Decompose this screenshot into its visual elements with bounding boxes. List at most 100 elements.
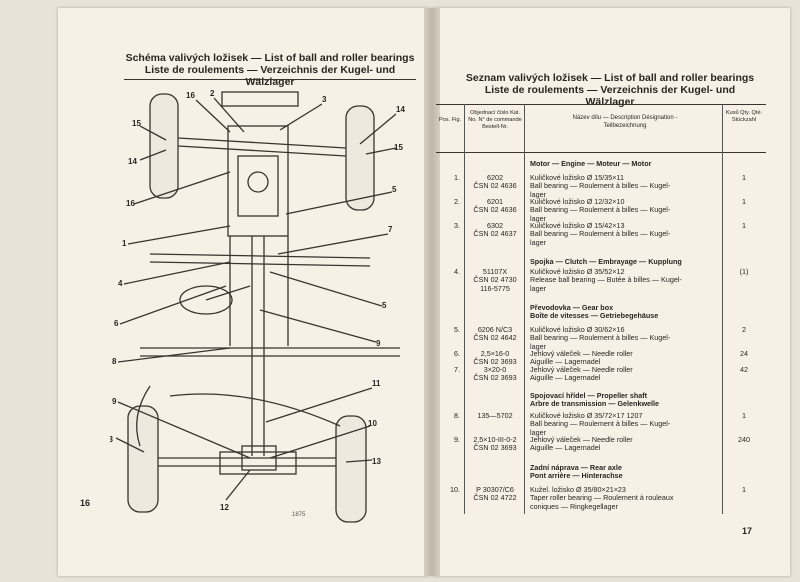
header-description: Název dílu — Description Désignation - T…	[572, 115, 678, 130]
row-description-line: Ball bearing — Roulement à billes — Kuge…	[530, 229, 671, 239]
row-description-line: Kužel. ložisko Ø 35/80×21×23	[530, 485, 626, 494]
row-pos: 6.	[436, 349, 460, 358]
row-qty-line: 1	[742, 485, 746, 494]
row-qty: 1	[724, 485, 764, 494]
row-description-line: Ball bearing — Roulement à billes — Kuge…	[530, 333, 671, 343]
row-description-line: Kuličkové ložisko Ø 35/72×17 1207	[530, 411, 643, 420]
left-page-title: Schéma valivých ložisek — List of ball a…	[124, 52, 416, 88]
row-qty: 240	[724, 435, 764, 444]
row-description-line: Ball bearing — Roulement à billes — Kuge…	[530, 205, 671, 215]
row-catalog-line: ČSN 02 4730	[473, 275, 517, 285]
section-shaft-1: Spojovací hřídel — Propeller shaft	[530, 391, 648, 400]
row-description-line: Ball bearing — Roulement à billes — Kuge…	[530, 419, 671, 429]
table-top-rule	[436, 104, 766, 105]
row-pos: 1.	[436, 173, 460, 182]
row-qty-line: 2	[742, 325, 746, 334]
row-catalog-line: 6206 N/C3	[477, 325, 513, 334]
row-description-line: lager	[530, 237, 546, 247]
row-description-line: lager	[530, 213, 546, 223]
row-catalog-line: ČSN 02 4636	[473, 181, 517, 191]
callout-9b: 9	[112, 397, 117, 406]
row-description-line: Jehlový váleček — Needle roller	[530, 435, 633, 444]
callout-15a: 15	[132, 119, 141, 128]
row-qty: 1	[724, 173, 764, 182]
row-pos-line: 2.	[454, 197, 460, 206]
left-page-number: 16	[80, 498, 91, 508]
row-description-line: lager	[530, 283, 546, 293]
callout-14a: 14	[128, 157, 137, 166]
callout-6: 6	[114, 319, 119, 328]
callout-13a: 13	[110, 435, 113, 444]
callout-10: 10	[368, 419, 377, 428]
row-pos: 3.	[436, 221, 460, 230]
row-description-line: lager	[530, 341, 546, 351]
row-pos: 10.	[436, 485, 460, 494]
section-gearbox-2: Boîte de vitesses — Getriebegehäuse	[530, 311, 659, 320]
row-qty: 2	[724, 325, 764, 334]
row-qty-line: 1	[742, 197, 746, 206]
row-pos: 7.	[436, 365, 460, 374]
row-catalog-line: 3×20-0	[483, 365, 507, 374]
row-description-line: Kuličkové ložisko Ø 15/35×11	[530, 173, 624, 182]
row-description-line: Jehlový váleček — Needle roller	[530, 365, 633, 374]
row-description-line: Jehlový váleček — Needle roller	[530, 349, 633, 358]
row-qty-line: 42	[740, 365, 748, 374]
row-description-line: Release ball bearing — Butée à billes — …	[530, 275, 682, 285]
row-description-line: Kuličkové ložisko Ø 12/32×10	[530, 197, 625, 206]
chassis-bearing-diagram: 16 2 3 15 14 14 15 16 5 7 1 4 5 6 9 8 11…	[110, 89, 405, 523]
left-page	[58, 8, 430, 576]
row-qty-line: 1	[742, 221, 746, 230]
row-catalog-line: P 30307/C6	[476, 485, 514, 494]
row-catalog-line: 2,5×10-III-0-2	[473, 435, 517, 444]
callout-13b: 13	[372, 457, 381, 466]
left-title-line1: Schéma valivých ložisek — List of ball a…	[125, 52, 415, 64]
row-pos-line: 9.	[454, 435, 460, 444]
callout-7: 7	[388, 225, 393, 234]
row-qty-line: 24	[740, 349, 748, 358]
row-pos-line: 10.	[450, 485, 460, 494]
left-title-line2: Liste de roulements — Verzeichnis der Ku…	[144, 64, 396, 88]
row-description-line: Kuličkové ložisko Ø 15/42×13	[530, 221, 625, 230]
row-qty: 1	[724, 221, 764, 230]
row-catalog-line: 51107X	[482, 267, 508, 276]
callout-9a: 9	[376, 339, 381, 348]
row-qty-line: 240	[738, 435, 750, 444]
row-description-line: Aiguille — Lagernadel	[530, 357, 601, 367]
table-col-divider-3	[722, 104, 723, 514]
section-axle-2: Pont arrière — Hinterachse	[530, 471, 623, 480]
callout-5a: 5	[392, 185, 397, 194]
row-description-line: lager	[530, 189, 546, 199]
row-catalog-line: 116-5775	[480, 283, 510, 293]
row-qty: 1	[724, 411, 764, 420]
callout-1: 1	[122, 239, 127, 248]
row-catalog-line: ČSN 02 3693	[473, 373, 517, 383]
row-pos-line: 6.	[454, 349, 460, 358]
table-col-divider-2	[524, 104, 525, 514]
right-page-number: 17	[742, 526, 753, 536]
row-qty: 42	[724, 365, 764, 374]
right-title-line2: Liste de roulements — Verzeichnis der Ku…	[484, 84, 736, 108]
row-pos-line: 1.	[454, 173, 460, 182]
callout-12: 12	[220, 503, 229, 512]
row-catalog-line: 6302	[487, 221, 503, 230]
callout-2: 2	[210, 89, 215, 98]
row-description-line: Kuličkové ložisko Ø 35/52×12	[530, 267, 625, 276]
row-catalog-line: ČSN 02 3693	[473, 357, 517, 367]
row-pos: 2.	[436, 197, 460, 206]
row-pos-line: 3.	[454, 221, 460, 230]
row-catalog-line: 6201	[487, 197, 503, 206]
callout-16a: 16	[186, 91, 195, 100]
row-description-line: lager	[530, 427, 546, 437]
